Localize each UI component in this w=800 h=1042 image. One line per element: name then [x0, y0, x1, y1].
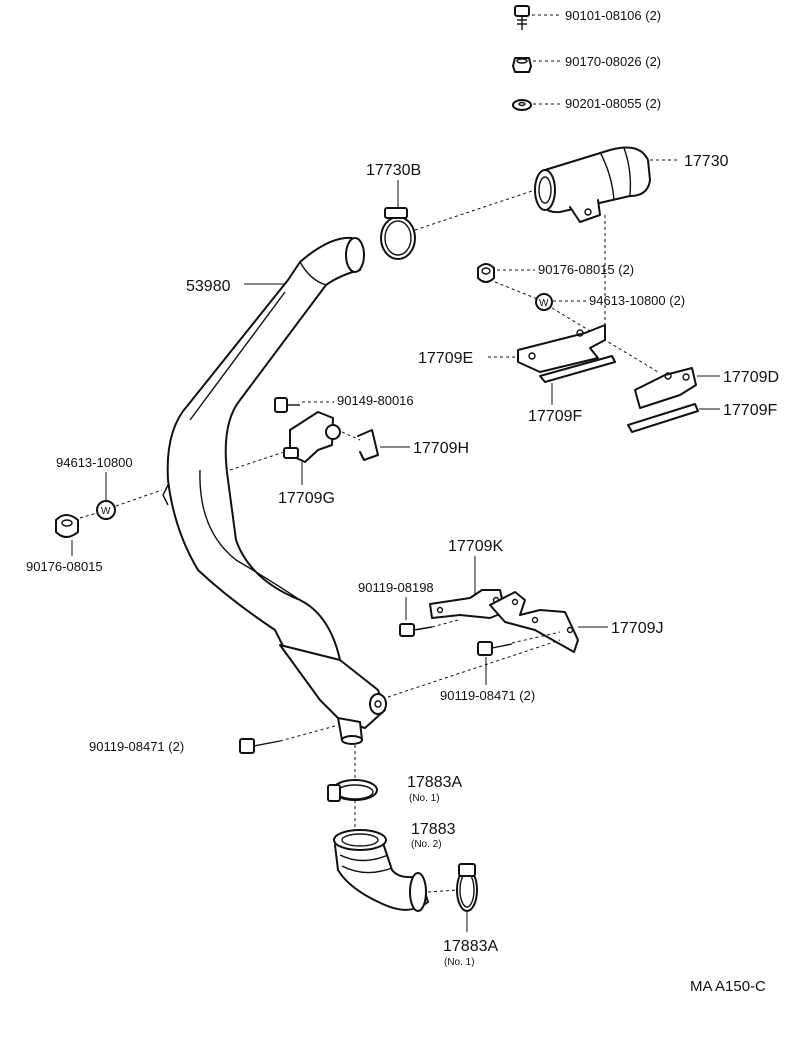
bracket-17709E-icon [517, 324, 616, 383]
nut-90170-icon [512, 57, 532, 73]
washer-w-mark-left: W [101, 506, 111, 517]
label-17730: 17730 [684, 153, 729, 170]
label-90119-08198: 90119-08198 [358, 580, 434, 595]
bolt-90119-08471-right-icon [477, 641, 513, 656]
label-90176-08015-2: 90176-08015 (2) [538, 262, 634, 277]
washer-w-mark: W [539, 298, 549, 309]
washer-94613-left-icon: W [96, 500, 116, 520]
bolt-90119-08471-left-icon [239, 738, 281, 754]
bracket-17709D-icon [627, 367, 699, 433]
clamp-17730B-icon [380, 207, 416, 260]
washer-94613-icon: W [535, 293, 553, 311]
label-17730B: 17730B [366, 162, 421, 179]
bracket-17709G-icon [283, 411, 341, 463]
figure-code: MA A150-C [690, 978, 766, 995]
clamp-17883A-lower-icon [456, 863, 478, 912]
label-17883A-upper-sub: (No. 1) [409, 793, 440, 804]
label-17709J: 17709J [611, 620, 664, 637]
label-17709K: 17709K [448, 538, 503, 555]
label-90201-08055: 90201-08055 (2) [565, 96, 661, 111]
bolt-90149-icon [274, 397, 300, 413]
label-17883A-lower: 17883A [443, 938, 498, 955]
label-53980: 53980 [186, 278, 231, 295]
label-17883A-lower-sub: (No. 1) [444, 957, 475, 968]
label-90101-08106: 90101-08106 (2) [565, 8, 661, 23]
washer-90201-icon [512, 99, 532, 111]
clip-90176-left-icon [55, 514, 79, 538]
label-17709E: 17709E [418, 350, 473, 367]
label-17709D: 17709D [723, 369, 779, 386]
hose-17883-icon [333, 829, 429, 912]
label-17883: 17883 [411, 821, 456, 838]
label-17709G: 17709G [278, 490, 335, 507]
clamp-17883A-upper-icon [327, 779, 378, 802]
bolt-90119-08198-icon [399, 623, 433, 637]
label-90170-08026: 90170-08026 (2) [565, 54, 661, 69]
bolt-90101-icon [514, 5, 530, 30]
bracket-17709J-icon [489, 591, 579, 653]
label-17883-sub: (No. 2) [411, 839, 442, 850]
clip-17709H-icon [357, 429, 379, 461]
label-94613-10800-2: 94613-10800 (2) [589, 293, 685, 308]
label-17709F-left: 17709F [528, 408, 582, 425]
label-90176-08015: 90176-08015 [26, 559, 103, 574]
label-17709H: 17709H [413, 440, 469, 457]
duct-53980-icon [162, 236, 387, 745]
clip-90176-icon [477, 263, 495, 283]
label-17709F-right: 17709F [723, 402, 777, 419]
resonator-17730-icon [534, 146, 651, 223]
label-17883A-upper: 17883A [407, 774, 462, 791]
label-94613-10800: 94613-10800 [56, 455, 133, 470]
label-90119-08471-right: 90119-08471 (2) [440, 688, 535, 703]
label-90149-80016: 90149-80016 [337, 393, 414, 408]
label-90119-08471-left: 90119-08471 (2) [89, 739, 184, 754]
